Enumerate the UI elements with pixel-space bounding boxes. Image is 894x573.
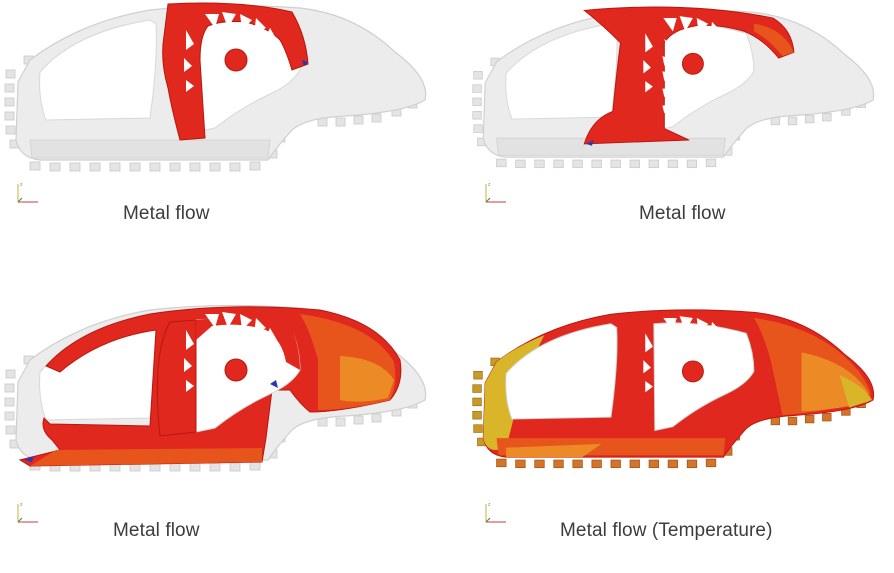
body-side-panel-graphic [472,309,875,469]
body-side-panel-graphic [4,304,427,472]
coordinate-axis-icon: z [485,182,506,203]
panel-caption: Metal flow [123,203,210,224]
simulation-panel-4: z Metal flow (Temperature) [468,300,894,573]
coordinate-axis-icon: z [17,182,38,203]
metal-flow-region [583,6,795,146]
simulation-panel-3: z Metal flow [0,300,447,573]
svg-text:z: z [20,182,23,188]
temperature-region [482,309,875,458]
panel-caption: Metal flow (Temperature) [560,520,773,541]
simulation-panel-1: z Metal flow [0,0,447,273]
svg-text:z: z [20,502,23,508]
coordinate-axis-icon: z [17,502,38,523]
body-side-panel-graphic [472,6,875,169]
svg-text:z: z [488,502,491,508]
body-side-panel-graphic [4,2,427,172]
metal-flow-region [162,2,309,141]
coordinate-axis-icon: z [485,502,506,523]
svg-text:z: z [488,182,491,188]
metal-flow-region [18,306,402,467]
panel-caption: Metal flow [113,520,200,541]
panel-caption: Metal flow [639,203,726,224]
simulation-panel-2: z Metal flow [468,0,894,273]
